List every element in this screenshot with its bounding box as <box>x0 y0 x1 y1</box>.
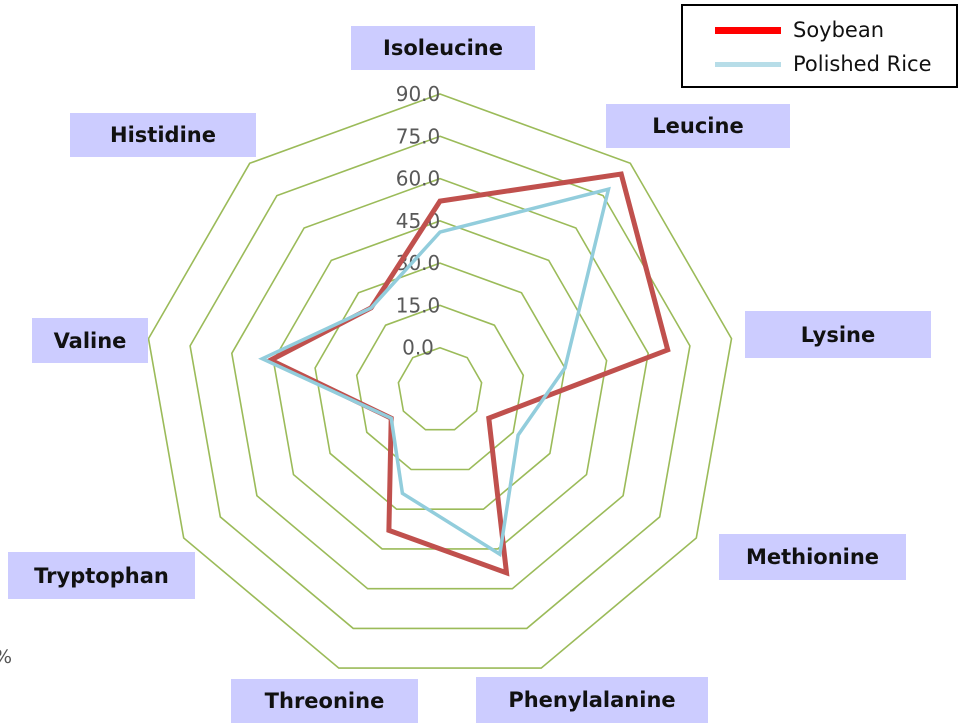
grid-ring-15 <box>355 304 525 471</box>
legend: Soybean Polished Rice <box>681 4 958 88</box>
r-tick-label: 15.0 <box>396 293 441 317</box>
r-tick-label: 0.0 <box>402 336 434 360</box>
category-label-histidine: Histidine <box>70 113 256 157</box>
legend-item-soybean: Soybean <box>715 16 884 44</box>
legend-swatch-polished-rice <box>715 61 781 67</box>
grid-ring-90 <box>147 93 733 669</box>
series-layer <box>258 171 671 577</box>
grid-ring-0 <box>397 346 483 431</box>
r-tick-label: 75.0 <box>396 124 441 148</box>
r-tick-label: 60.0 <box>396 167 441 191</box>
category-label-methionine: Methionine <box>719 534 906 580</box>
category-label-lysine: Lysine <box>745 311 931 358</box>
grid-ring-60 <box>230 177 650 590</box>
category-label-phenylalanine: Phenylalanine <box>476 677 708 723</box>
legend-item-polished-rice: Polished Rice <box>715 50 932 78</box>
r-tick-label: 90.0 <box>396 82 441 106</box>
series-line-polished-rice <box>258 186 611 558</box>
series-line-soybean <box>265 171 671 577</box>
category-label-leucine: Leucine <box>606 104 790 148</box>
tick-layer: 0.015.030.045.060.075.090.0 <box>396 82 441 360</box>
grid-ring-30 <box>314 262 566 511</box>
category-label-tryptophan: Tryptophan <box>8 552 195 599</box>
legend-swatch-soybean <box>715 26 781 34</box>
legend-label-soybean: Soybean <box>793 18 885 42</box>
legend-label-polished-rice: Polished Rice <box>793 52 932 76</box>
category-label-valine: Valine <box>32 318 148 363</box>
stray-percent-text: % <box>0 646 12 668</box>
category-label-threonine: Threonine <box>231 679 418 723</box>
category-label-isoleucine: Isoleucine <box>351 26 535 70</box>
